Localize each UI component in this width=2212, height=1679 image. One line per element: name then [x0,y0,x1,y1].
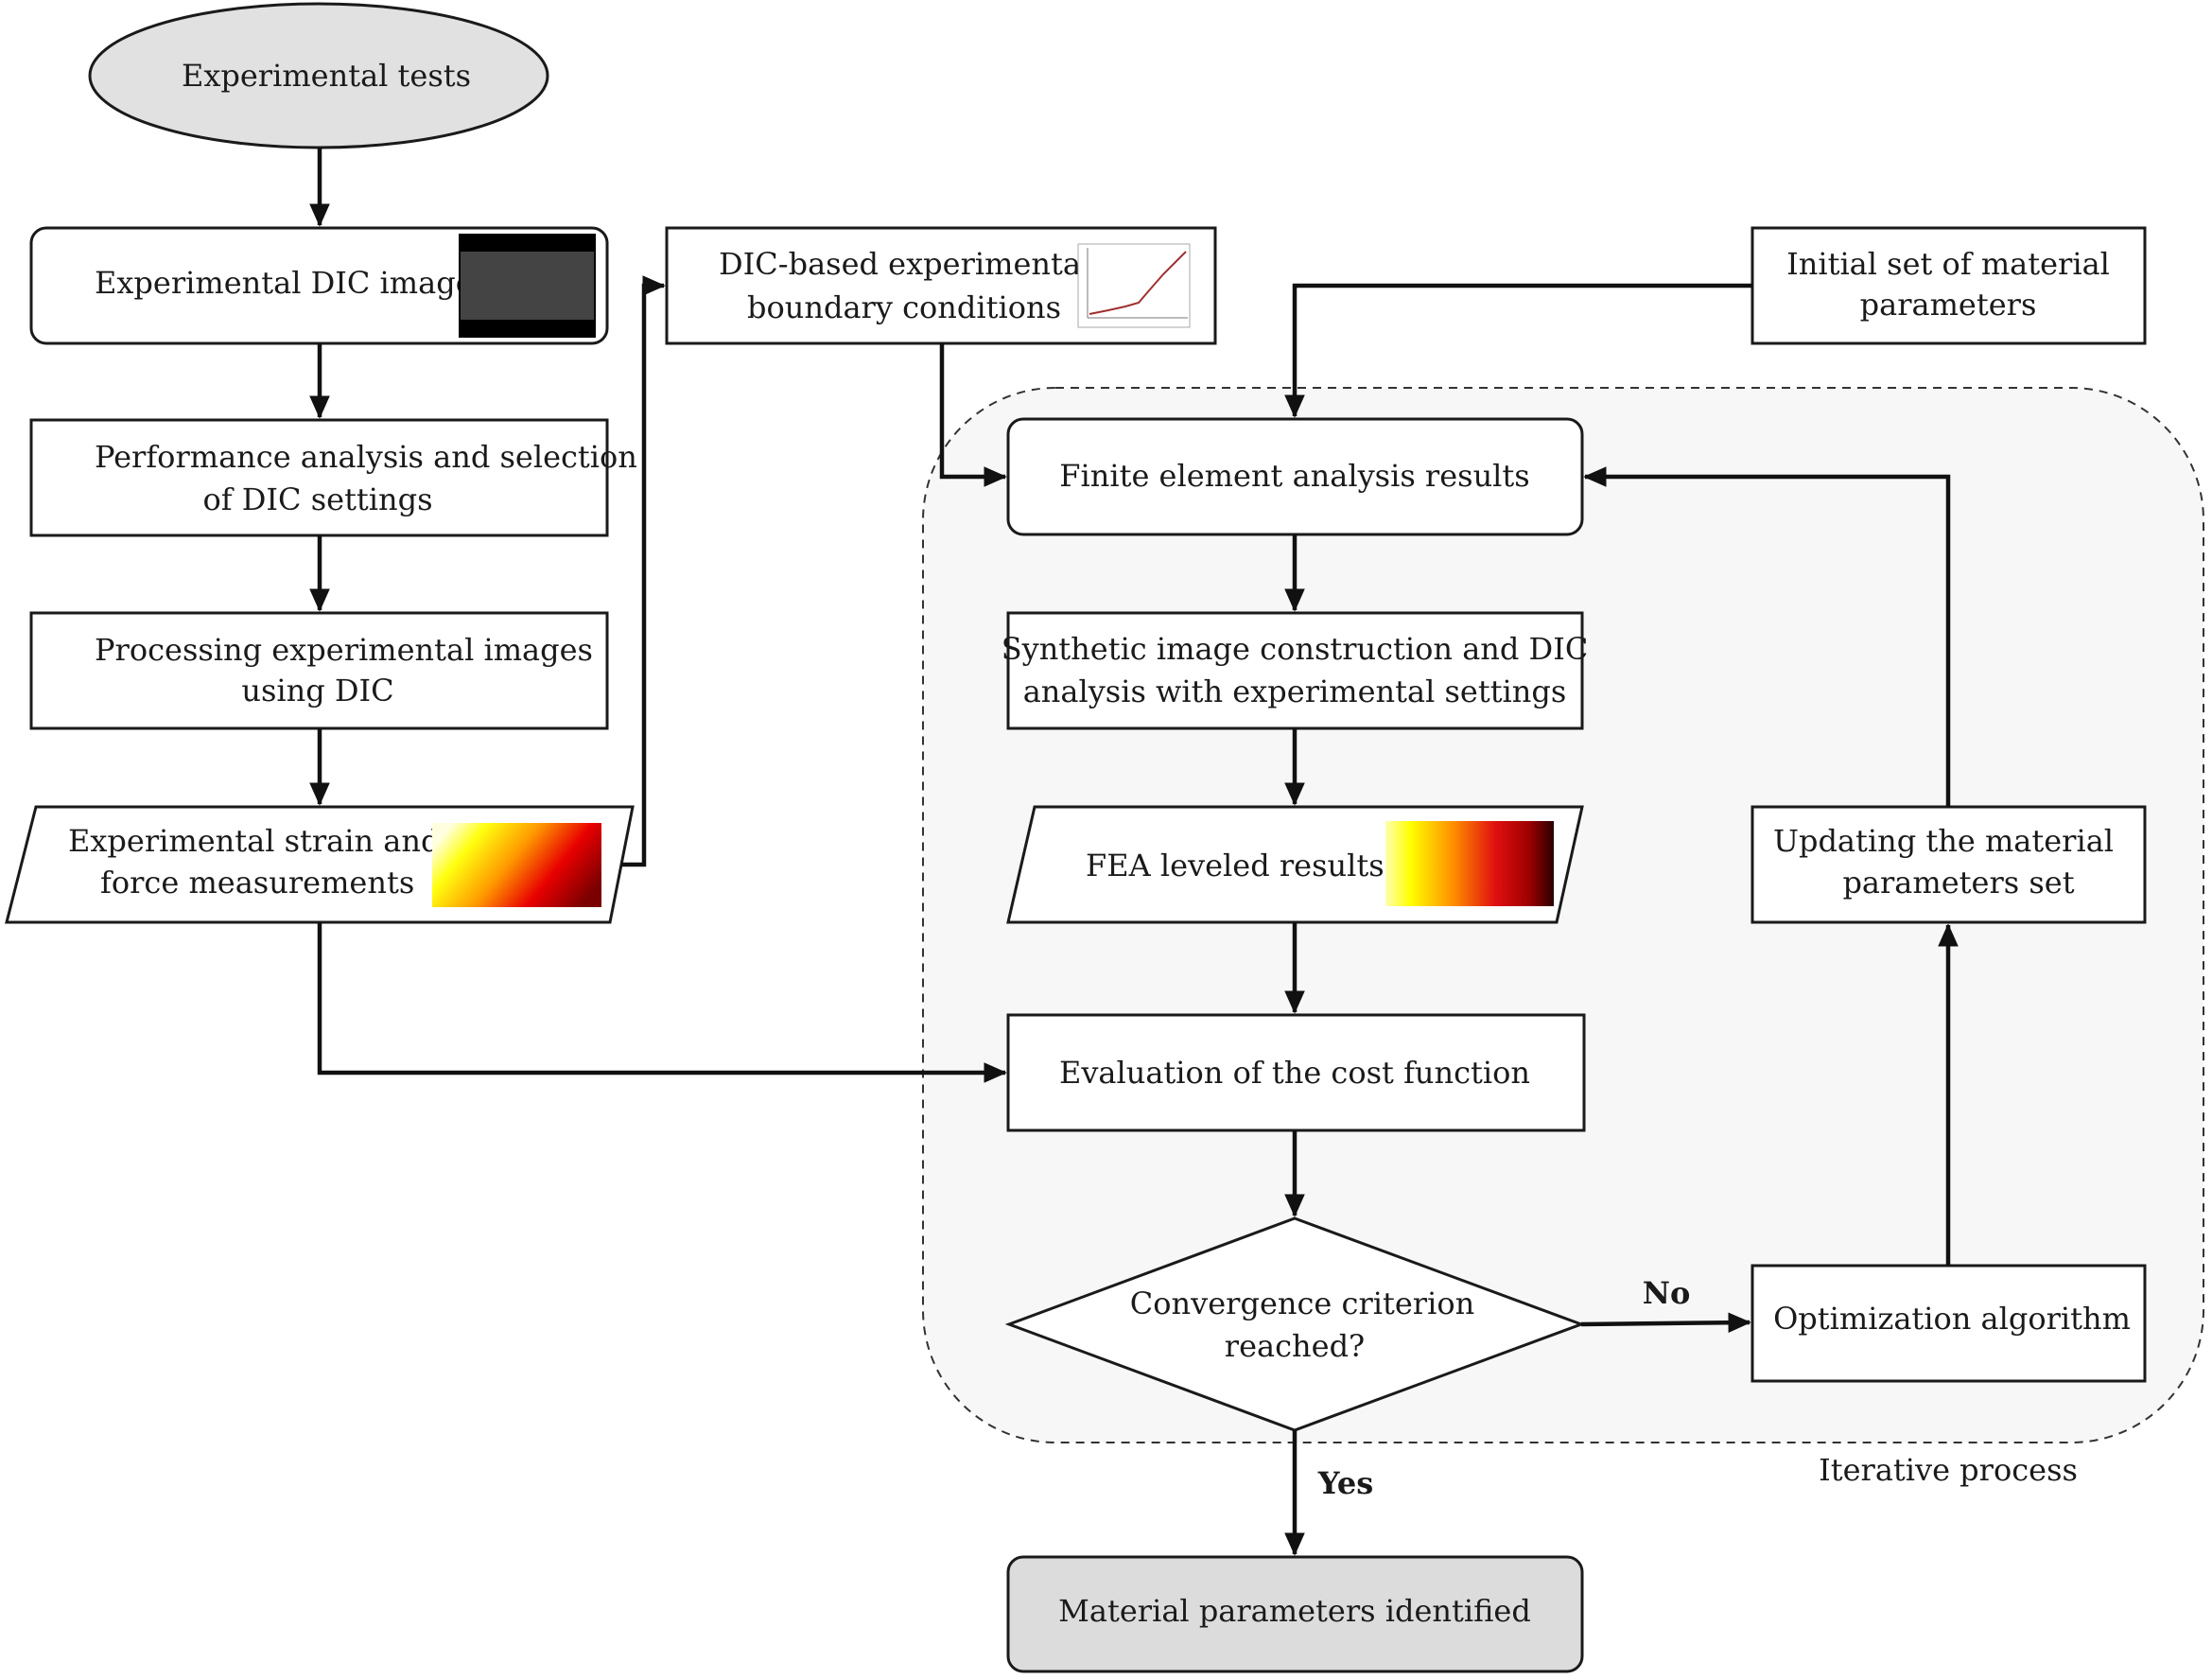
edge-label-yes: Yes [1317,1465,1373,1501]
svg-text:Experimental DIC images: Experimental DIC images [95,265,489,301]
arrow-initial-to-fea [1284,283,1752,418]
dic-image-thumbnail [459,234,596,338]
boundary-plot-thumbnail [1077,243,1191,328]
svg-text:Optimization algorithm: Optimization algorithm [1773,1301,2131,1337]
strain-force-node: Experimental strain and force measuremen… [5,805,635,924]
processing-images-node: Processing experimental images using DIC [29,611,609,730]
svg-text:boundary conditions: boundary conditions [747,289,1061,325]
svg-text:Initial set of material: Initial set of material [1786,246,2110,282]
svg-text:Material parameters identified: Material parameters identified [1058,1593,1531,1629]
iterative-process-label: Iterative process [1819,1452,2078,1488]
svg-text:parameters set: parameters set [1842,865,2074,901]
convergence-decision-node: Convergence criterion reached? [1004,1216,1586,1432]
boundary-conditions-node: DIC-based experimental boundary conditio… [665,226,1217,345]
cost-function-node: Evaluation of the cost function [1006,1013,1586,1132]
svg-text:FEA leveled results: FEA leveled results [1086,848,1385,883]
svg-text:Synthetic image construction a: Synthetic image construction and DIC [1001,631,1589,667]
svg-text:using DIC: using DIC [241,673,393,708]
svg-text:Experimental strain and: Experimental strain and [68,823,440,859]
arrow-strain-to-boundary [621,275,666,867]
performance-analysis-node: Performance analysis and selection of DI… [29,418,637,537]
svg-text:force measurements: force measurements [100,865,414,901]
strain-heatmap-thumbnail [432,823,601,907]
svg-text:Convergence criterion: Convergence criterion [1130,1285,1474,1321]
svg-text:Experimental tests: Experimental tests [182,58,471,94]
dic-images-node: Experimental DIC images [29,226,609,345]
edge-label-no: No [1643,1275,1691,1311]
fea-heatmap-thumbnail [1385,821,1554,906]
svg-text:reached?: reached? [1225,1328,1365,1364]
arrow-strain-to-cost [317,922,1007,1083]
fea-results-node: Finite element analysis results [1006,417,1584,536]
updating-parameters-node: Updating the material parameters set [1750,805,2147,924]
svg-text:parameters: parameters [1860,287,2037,323]
parameters-identified-node: Material parameters identified [1006,1555,1584,1673]
svg-text:Updating the material: Updating the material [1773,823,2114,859]
fea-leveled-node: FEA leveled results [1006,805,1584,924]
svg-text:Finite element analysis result: Finite element analysis results [1059,458,1529,494]
svg-text:of DIC settings: of DIC settings [202,481,432,517]
svg-text:Processing experimental images: Processing experimental images [95,632,593,668]
svg-text:Performance analysis and selec: Performance analysis and selection [95,439,637,475]
arrow-updating-to-fea [1583,466,1951,807]
synthetic-image-node: Synthetic image construction and DIC ana… [1001,611,1589,730]
initial-parameters-node: Initial set of material parameters [1750,226,2147,345]
svg-text:analysis with experimental set: analysis with experimental settings [1023,673,1567,709]
svg-text:Evaluation of the cost functio: Evaluation of the cost function [1059,1055,1530,1091]
svg-text:DIC-based experimental: DIC-based experimental [719,246,1090,282]
optimization-node: Optimization algorithm [1750,1264,2147,1383]
arrow-convergence-to-optimization [1580,1312,1751,1334]
experimental-tests-node: Experimental tests [88,2,549,149]
arrow-boundary-to-fea [939,343,1007,487]
